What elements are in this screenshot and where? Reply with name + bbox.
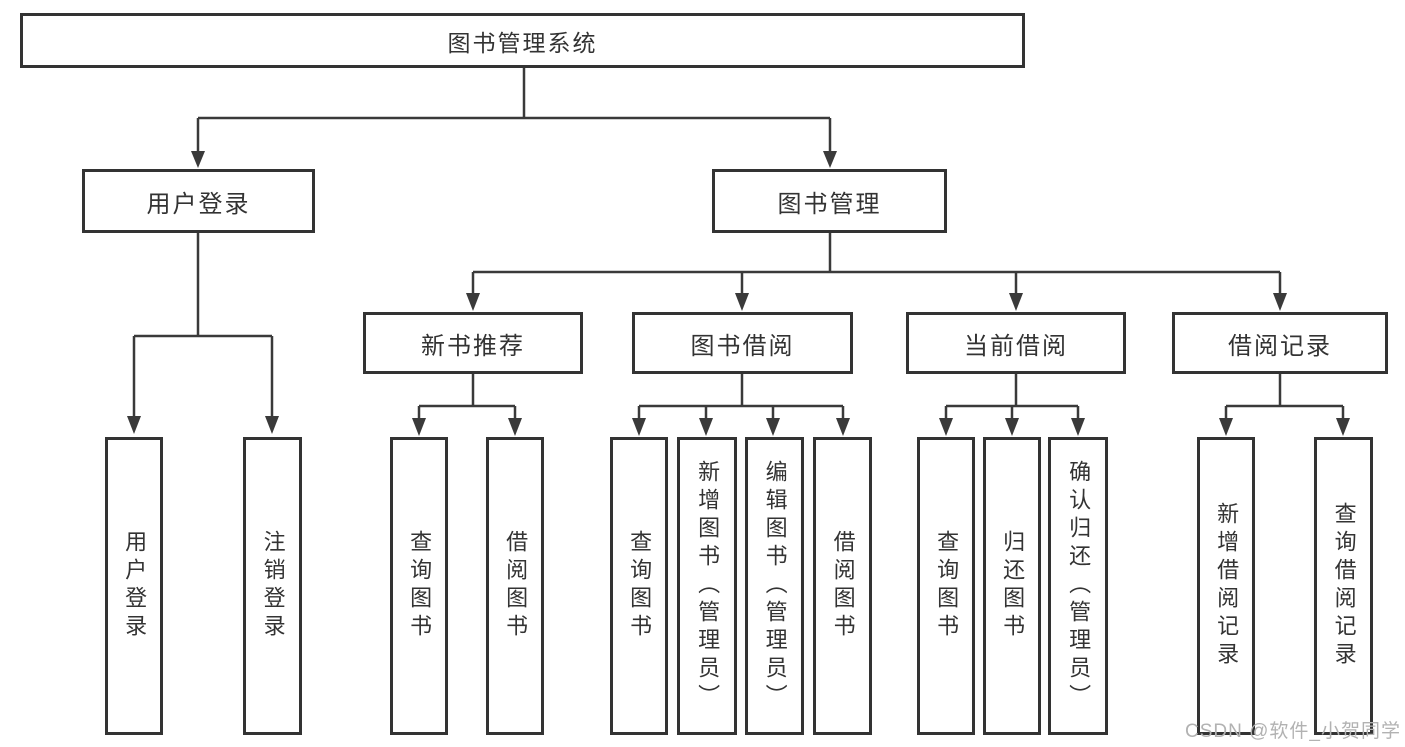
node-label: 新增图书（管理员） xyxy=(695,460,721,712)
node-label: 编辑图书（管理员） xyxy=(762,460,788,712)
node-label: 新增借阅记录 xyxy=(1214,502,1240,670)
leaf-query-books-borrowing: 查询图书 xyxy=(610,437,668,735)
node-label: 图书管理系统 xyxy=(447,29,598,56)
csdn-watermark: CSDN @软件_小贺同学 xyxy=(1185,721,1401,742)
leaf-logout: 注销登录 xyxy=(243,437,302,735)
leaf-borrow-books-recommend: 借阅图书 xyxy=(486,437,544,735)
node-label: 确认归还（管理员） xyxy=(1066,460,1092,712)
leaf-user-login: 用户登录 xyxy=(105,437,163,735)
leaf-borrow-books-borrowing: 借阅图书 xyxy=(813,437,872,735)
node-user-login: 用户登录 xyxy=(82,169,315,233)
node-label: 用户登录 xyxy=(122,530,148,642)
node-label: 新书推荐 xyxy=(421,332,525,360)
node-label: 查询借阅记录 xyxy=(1331,502,1357,670)
node-label: 归还图书 xyxy=(1000,530,1026,642)
node-new-book-recommend: 新书推荐 xyxy=(363,312,583,374)
node-label: 当前借阅 xyxy=(964,332,1068,360)
node-label: 图书管理 xyxy=(777,190,882,218)
leaf-query-books-recommend: 查询图书 xyxy=(390,437,448,735)
leaf-query-books-current: 查询图书 xyxy=(917,437,975,735)
node-label: 借阅图书 xyxy=(830,530,856,642)
node-label: 借阅记录 xyxy=(1228,332,1332,360)
node-book-borrowing: 图书借阅 xyxy=(632,312,853,374)
node-library-management-system: 图书管理系统 xyxy=(20,13,1025,68)
node-borrowing-records: 借阅记录 xyxy=(1172,312,1388,374)
node-label: 查询图书 xyxy=(407,530,433,642)
node-label: 查询图书 xyxy=(934,530,960,642)
node-label: 用户登录 xyxy=(146,190,251,218)
leaf-add-book-admin: 新增图书（管理员） xyxy=(677,437,737,735)
node-label: 注销登录 xyxy=(260,530,286,642)
node-label: 查询图书 xyxy=(627,530,653,642)
leaf-confirm-return-admin: 确认归还（管理员） xyxy=(1048,437,1108,735)
leaf-add-borrow-record: 新增借阅记录 xyxy=(1197,437,1255,735)
node-current-borrowing: 当前借阅 xyxy=(906,312,1126,374)
leaf-return-books: 归还图书 xyxy=(983,437,1041,735)
leaf-edit-book-admin: 编辑图书（管理员） xyxy=(745,437,804,735)
node-label: 借阅图书 xyxy=(503,530,529,642)
node-book-management: 图书管理 xyxy=(712,169,947,233)
leaf-query-borrow-record: 查询借阅记录 xyxy=(1314,437,1373,735)
node-label: 图书借阅 xyxy=(690,332,795,360)
